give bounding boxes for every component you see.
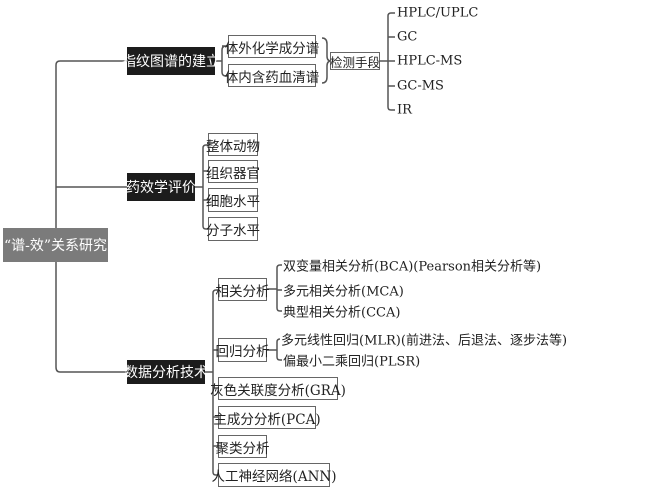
technique-item: HPLC/UPLC — [397, 5, 479, 21]
detection-method-node: 检测手段 — [330, 52, 380, 70]
technique-item: GC — [397, 29, 418, 45]
technique-item: IR — [397, 102, 412, 118]
correlation-node: 相关分析 — [216, 278, 270, 301]
regression-node: 回归分析 — [216, 338, 270, 362]
technique-item: HPLC-MS — [397, 53, 463, 69]
pca-node: 主成分分析(PCA) — [213, 406, 321, 429]
regression-item: 偏最小二乘回归(PLSR) — [283, 354, 421, 370]
level-node: 组织器官 — [206, 160, 260, 183]
technique-item: GC-MS — [397, 78, 444, 94]
gra-node: 灰色关联度分析(GRA) — [210, 377, 346, 400]
in-vivo-node: 体内含药血清谱 — [225, 64, 319, 87]
regression-item: 多元线性回归(MLR)(前进法、后退法、逐步法等) — [281, 333, 568, 349]
ann-node: 人工神经网络(ANN) — [212, 463, 336, 487]
level-node: 整体动物 — [206, 133, 260, 156]
level-node: 分子水平 — [206, 217, 260, 241]
root-node: “谱-效”关系研究 — [3, 228, 108, 262]
fingerprint-node: 指纹图谱的建立 — [122, 47, 220, 75]
correlation-item: 典型相关分析(CCA) — [283, 305, 401, 321]
correlation-item: 多元相关分析(MCA) — [283, 284, 404, 300]
pharmacodynamics-node: 药效学评价 — [126, 173, 196, 201]
level-node: 细胞水平 — [206, 188, 260, 212]
correlation-item: 双变量相关分析(BCA)(Pearson相关分析等) — [283, 259, 542, 275]
in-vitro-node: 体外化学成分谱 — [225, 35, 319, 58]
data-analysis-node: 数据分析技术 — [124, 360, 208, 384]
clustering-node: 聚类分析 — [216, 435, 270, 458]
